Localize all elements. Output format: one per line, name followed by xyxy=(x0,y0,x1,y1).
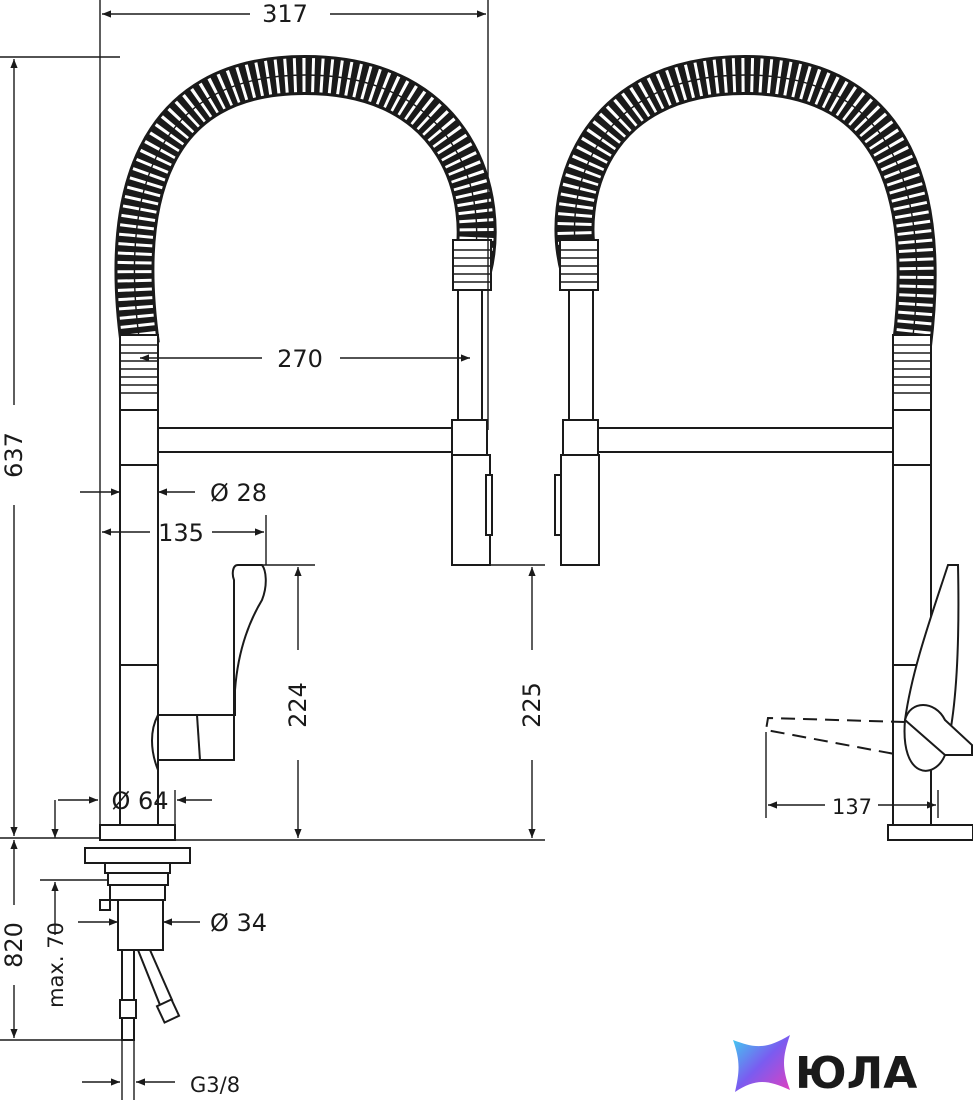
brand-logo: ЮЛА xyxy=(733,1035,917,1099)
spout-arm xyxy=(157,427,459,453)
spray-holder xyxy=(451,419,488,456)
faucet-body xyxy=(119,409,159,826)
spray-hose xyxy=(457,289,483,421)
side-view xyxy=(554,54,973,841)
dim-body-diameter: Ø 28 xyxy=(210,479,267,507)
supply-hose-1 xyxy=(121,949,135,1001)
front-view xyxy=(84,54,497,1100)
dim-base-diameter: Ø 64 xyxy=(111,787,168,815)
side-view-dimensions: 137 xyxy=(765,732,939,819)
front-view-dimensions: 317 637 270 Ø 28 135 224 225 xyxy=(0,0,546,1097)
dim-lever-reach: 135 xyxy=(158,519,204,547)
dim-counter-depth: max. 70 xyxy=(44,922,68,1008)
mounting-plate xyxy=(84,847,191,864)
lever-handle xyxy=(157,564,267,761)
brand-star-icon xyxy=(733,1035,790,1092)
spring-base-left xyxy=(119,334,159,411)
brand-name: ЮЛА xyxy=(795,1048,917,1099)
dim-overall-height: 637 xyxy=(0,432,28,478)
dim-below-counter: 820 xyxy=(0,922,28,968)
side-base-flange xyxy=(887,824,973,841)
dim-spout-reach: 270 xyxy=(277,345,323,373)
dim-shank-diameter: Ø 34 xyxy=(210,909,267,937)
dim-connection: G3/8 xyxy=(190,1073,240,1097)
dim-lever-height: 224 xyxy=(284,682,312,728)
supply-hose-2 xyxy=(136,949,174,1007)
dim-lever-swing: 137 xyxy=(832,795,872,819)
spray-button xyxy=(485,474,493,536)
dim-spray-height: 225 xyxy=(518,682,546,728)
dim-overall-width: 317 xyxy=(262,0,308,28)
spray-head xyxy=(451,454,491,566)
shank xyxy=(117,899,164,951)
base-flange xyxy=(99,824,176,841)
